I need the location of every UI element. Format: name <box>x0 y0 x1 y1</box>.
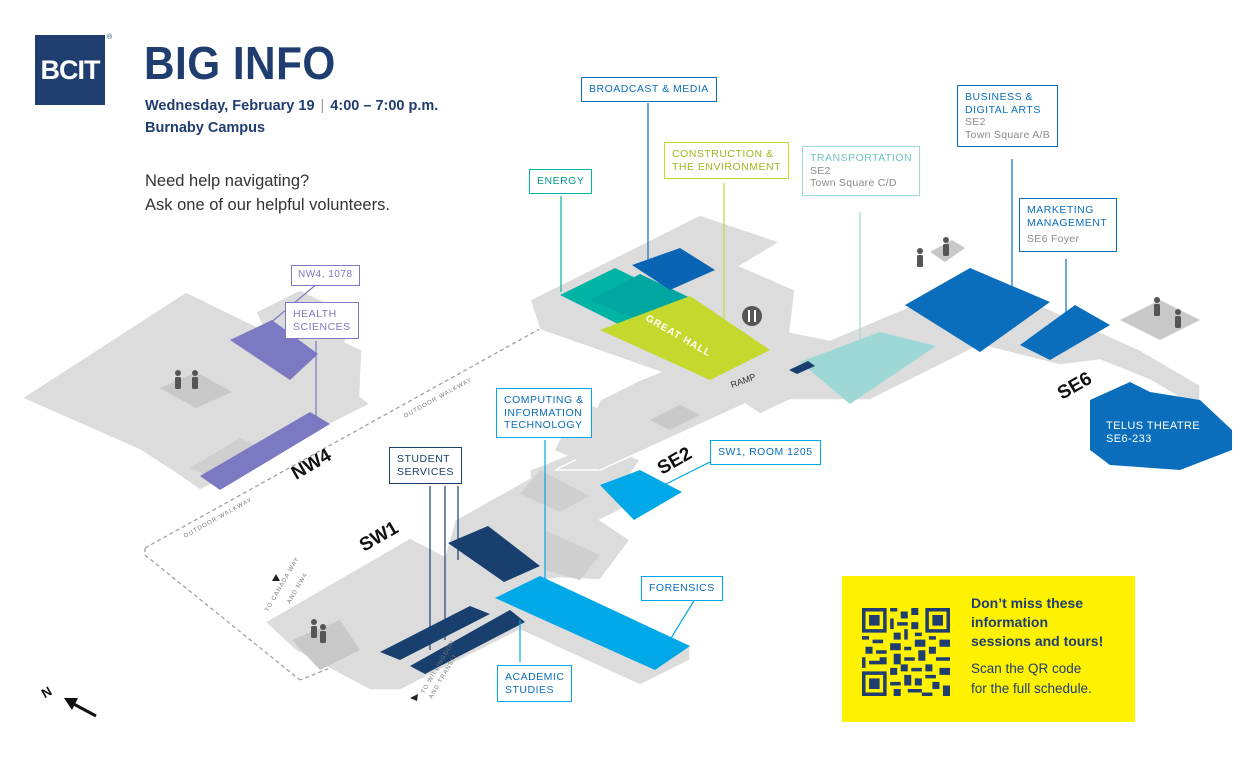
label-text: COMPUTING & <box>504 394 584 406</box>
label-academic-studies[interactable]: ACADEMIC STUDIES <box>497 665 573 702</box>
health-sciences-area[interactable] <box>230 320 318 380</box>
building-se2[interactable] <box>529 214 1201 520</box>
label-forensics[interactable]: FORENSICS <box>641 576 723 601</box>
label-subtext: SE2 <box>965 116 986 128</box>
label-broadcast-media[interactable]: BROADCAST & MEDIA <box>581 77 717 102</box>
telus-theatre-area[interactable] <box>1090 382 1232 470</box>
transportation-area[interactable] <box>800 332 936 404</box>
page-title: BIG INFO <box>144 37 336 89</box>
arrow-left-icon <box>410 694 418 701</box>
qr-sub-1: Scan the QR code <box>971 661 1082 676</box>
label-text: MANAGEMENT <box>1027 216 1108 229</box>
help-line-1: Need help navigating? <box>145 172 310 190</box>
help-line-2: Ask one of our helpful volunteers. <box>145 196 390 214</box>
leader-lines <box>255 103 1067 662</box>
building-label-nw4: NW4 <box>288 445 335 485</box>
qr-headline-2: information <box>971 614 1048 630</box>
label-sw1-room-1205[interactable]: SW1, ROOM 1205 <box>710 440 821 465</box>
broadcast-media-area[interactable] <box>632 248 715 290</box>
label-student-services[interactable]: STUDENT SERVICES <box>389 447 462 484</box>
label-text: STUDIES <box>505 683 555 696</box>
great-hall[interactable] <box>600 296 770 380</box>
label-text: ENERGY <box>537 175 585 187</box>
label-subtext: SE2 <box>810 164 831 177</box>
label-text: ACADEMIC <box>505 671 565 683</box>
qr-code-icon[interactable] <box>862 608 950 696</box>
svg-text:N: N <box>39 683 55 701</box>
label-computing-it[interactable]: COMPUTING & INFORMATION TECHNOLOGY <box>496 388 592 438</box>
label-marketing-management[interactable]: MARKETING MANAGEMENT SE6 Foyer <box>1019 198 1118 252</box>
academic-studies-area[interactable] <box>495 576 690 670</box>
label-text: SCIENCES <box>293 320 351 333</box>
qr-sub-2: for the full schedule. <box>971 681 1092 696</box>
label-text: INFORMATION <box>504 406 583 419</box>
student-services-area[interactable] <box>448 526 540 582</box>
sw1-room-1205-area[interactable] <box>600 470 682 520</box>
outdoor-walkway-label: OUTDOOR WALKWAY <box>183 497 253 540</box>
building-label-se6: SE6 <box>1054 368 1096 404</box>
event-time: 4:00 – 7:00 p.m. <box>330 98 439 114</box>
label-subtext: SE6 Foyer <box>1027 233 1080 245</box>
label-text: STUDENT <box>397 453 451 465</box>
label-nw4-1078[interactable]: NW4, 1078 <box>291 265 360 286</box>
label-energy[interactable]: ENERGY <box>529 169 593 194</box>
label-telus-theatre[interactable]: TELUS THEATRE SE6-233 <box>1106 420 1200 446</box>
label-text: THE ENVIRONMENT <box>672 160 782 173</box>
label-text: TELUS THEATRE <box>1106 420 1201 432</box>
building-sw1[interactable] <box>263 441 691 691</box>
label-business-digital-arts[interactable]: BUSINESS & DIGITAL ARTS SE2 Town Square … <box>957 85 1059 147</box>
north-arrow-icon: N <box>39 683 97 718</box>
qr-headline-1: Don’t miss these <box>971 595 1084 611</box>
outdoor-walkway-label: OUTDOOR WALKWAY <box>403 377 473 420</box>
qr-callout: Don’t miss these information sessions an… <box>842 576 1135 722</box>
event-campus: Burnaby Campus <box>145 120 266 136</box>
label-text: CONSTRUCTION & <box>672 148 774 160</box>
event-datetime: Wednesday, February 19|4:00 – 7:00 p.m. <box>145 98 439 114</box>
label-text: NW4, 1078 <box>298 269 353 280</box>
registered-mark: ® <box>107 34 113 41</box>
nw4-1078-area[interactable] <box>200 412 330 490</box>
business-digital-arts-area[interactable] <box>905 268 1050 352</box>
dining-icon <box>742 306 762 326</box>
label-subtext: Town Square A/B <box>965 128 1051 141</box>
bcit-logo[interactable]: BCIT <box>35 35 105 105</box>
label-text: SERVICES <box>397 465 454 478</box>
label-text: HEALTH <box>293 308 337 320</box>
label-text: BUSINESS & <box>965 91 1034 103</box>
label-construction-environment[interactable]: CONSTRUCTION & THE ENVIRONMENT <box>664 142 790 179</box>
label-subtext: SE6-233 <box>1106 433 1152 445</box>
person-icon <box>311 619 326 643</box>
label-text: SW1, ROOM 1205 <box>718 446 813 458</box>
label-text: BROADCAST & MEDIA <box>589 83 709 95</box>
label-text: FORENSICS <box>649 582 715 594</box>
marketing-management-area[interactable] <box>1020 305 1110 360</box>
arrow-up-icon <box>272 574 280 581</box>
qr-headline-3: sessions and tours! <box>971 633 1104 649</box>
label-text: MARKETING <box>1027 204 1094 216</box>
person-icon <box>175 370 198 389</box>
label-text: TRANSPORTATION <box>810 152 913 164</box>
event-date: Wednesday, February 19 <box>145 98 315 114</box>
label-health-sciences[interactable]: HEALTH SCIENCES <box>285 302 359 339</box>
label-text: DIGITAL ARTS <box>965 103 1041 116</box>
label-transportation[interactable]: TRANSPORTATION SE2 Town Square C/D <box>802 146 921 196</box>
label-text: TECHNOLOGY <box>504 419 583 431</box>
label-subtext: Town Square C/D <box>810 177 897 189</box>
logo-text: BCIT <box>40 54 101 85</box>
building-label-se2: SE2 <box>654 443 696 479</box>
person-icon <box>917 237 1181 328</box>
